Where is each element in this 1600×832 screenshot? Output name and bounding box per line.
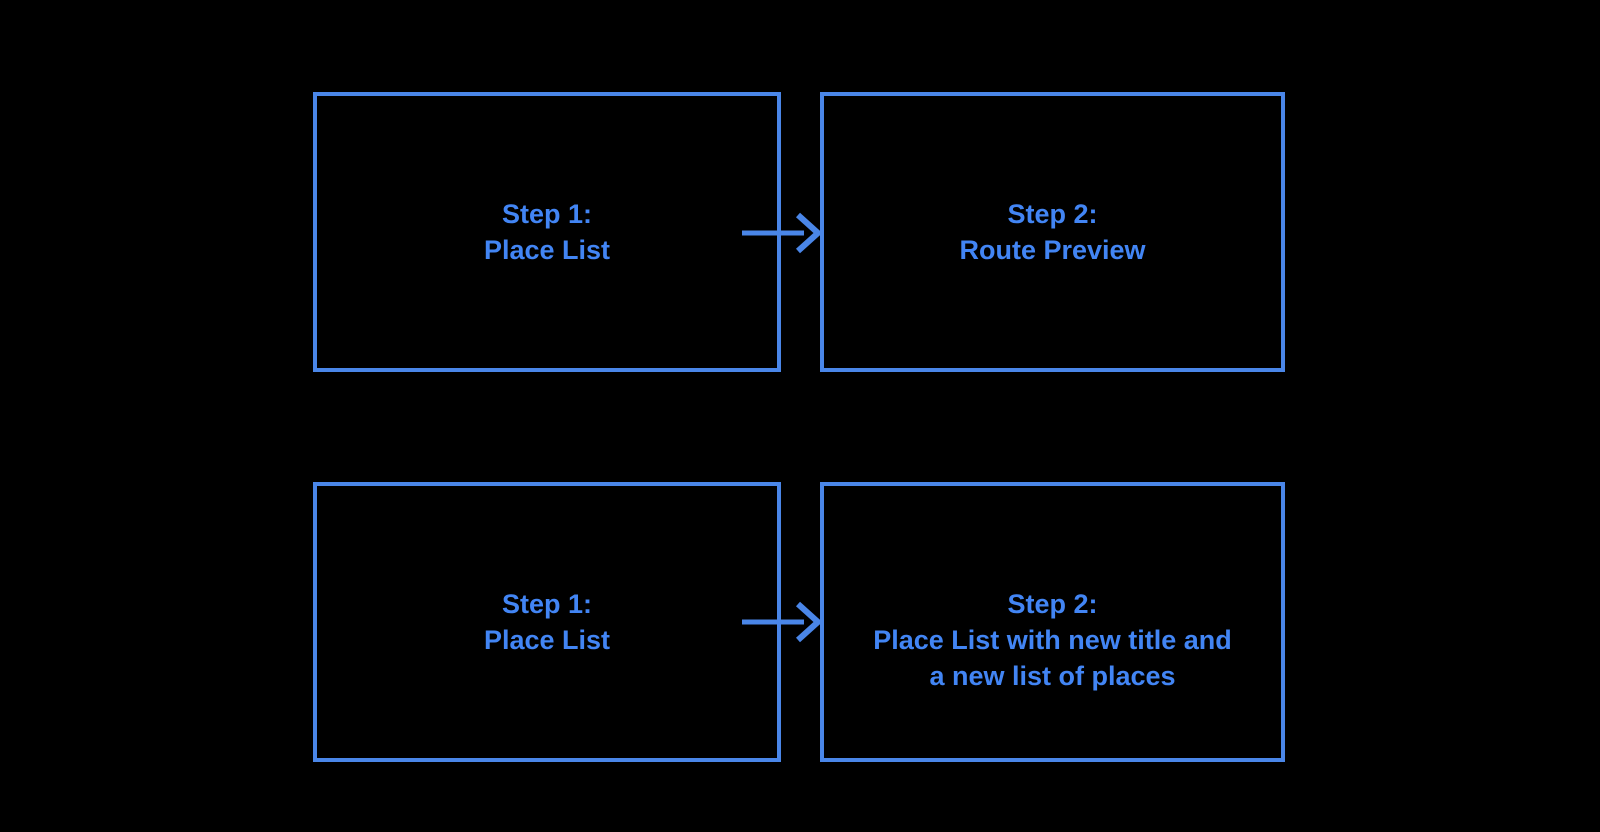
box-text-line: Route Preview	[959, 235, 1146, 265]
right-arrow-icon	[742, 601, 823, 643]
box-text-line: Place List	[483, 625, 611, 655]
box-text-line: Place List with new title and	[873, 625, 1232, 655]
row1-step2-route-preview-box: Step 2: Route Preview	[820, 92, 1285, 372]
row2-step1-place-list-box: Step 1: Place List	[313, 482, 781, 762]
box-text-line: Step 2:	[1007, 589, 1098, 619]
box-text-line: a new list of places	[929, 661, 1176, 691]
box-text-line: Step 2:	[1007, 199, 1098, 229]
box-text-line: Step 1:	[501, 589, 593, 619]
right-arrow-icon	[742, 212, 823, 254]
row2-step2-new-place-list-box: Step 2: Place List with new title and a …	[820, 482, 1285, 762]
box-text-line: Step 1:	[501, 199, 593, 229]
box-text-line: Place List	[483, 235, 611, 265]
row1-step1-place-list-box: Step 1: Place List	[313, 92, 781, 372]
